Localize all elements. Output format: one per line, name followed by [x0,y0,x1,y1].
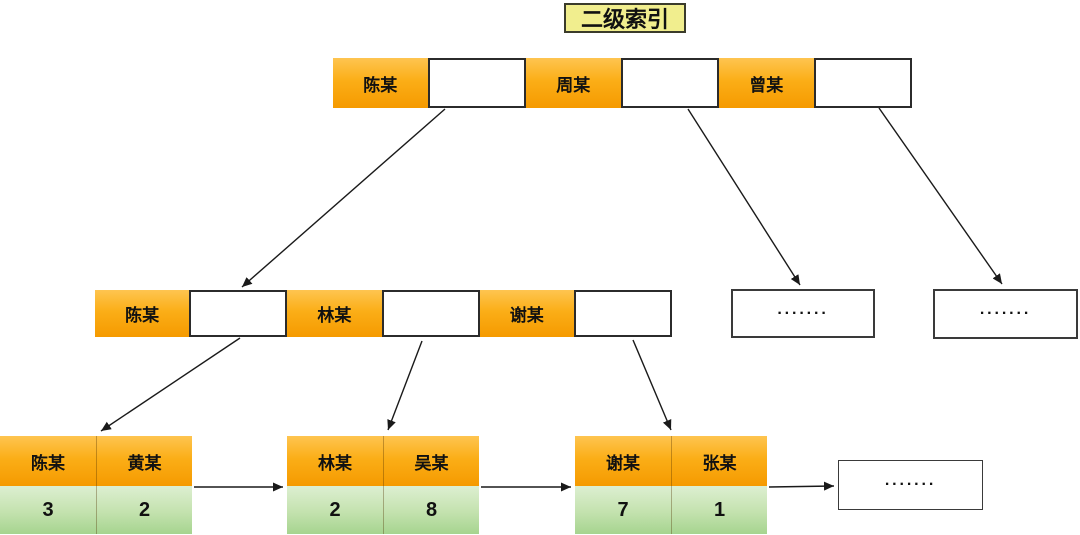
index-pointer-cell [189,290,288,337]
index-pointer-cell [381,290,480,337]
index-node-internal: 陈某 林某 谢某 [95,290,673,337]
index-key-cell: 曾某 [719,58,814,108]
index-pointer-cell [573,290,673,337]
leaf-node: 林某 吴某 2 8 [287,436,479,534]
index-key-cell: 陈某 [95,290,190,337]
leaf-node: 谢某 张某 7 1 [575,436,767,534]
index-pointer-cell [427,58,526,108]
index-node-root: 陈某 周某 曾某 [333,58,912,108]
index-key-cell: 林某 [287,290,382,337]
leaf-key-cell: 谢某 [575,436,671,486]
leaf-value-cell: 8 [383,486,479,534]
leaf-node: 陈某 黄某 3 2 [0,436,192,534]
leaf-key-cell: 张某 [671,436,767,486]
index-key-cell: 谢某 [479,290,574,337]
leaf-value-cell: 7 [575,486,671,534]
overflow-node: ······· [933,289,1078,339]
leaf-key-cell: 吴某 [383,436,479,486]
leaf-value-cell: 1 [671,486,767,534]
leaf-key-cell: 陈某 [0,436,96,486]
index-key-cell: 周某 [526,58,621,108]
diagram-title: 二级索引 [564,3,686,33]
index-key-cell: 陈某 [333,58,428,108]
overflow-node: ······· [731,289,875,338]
leaf-value-cell: 3 [0,486,96,534]
leaf-key-cell: 林某 [287,436,383,486]
leaf-key-cell: 黄某 [96,436,192,486]
leaf-value-cell: 2 [287,486,383,534]
index-pointer-cell [620,58,719,108]
overflow-node: ······· [838,460,983,510]
leaf-value-cell: 2 [96,486,192,534]
index-pointer-cell [813,58,912,108]
